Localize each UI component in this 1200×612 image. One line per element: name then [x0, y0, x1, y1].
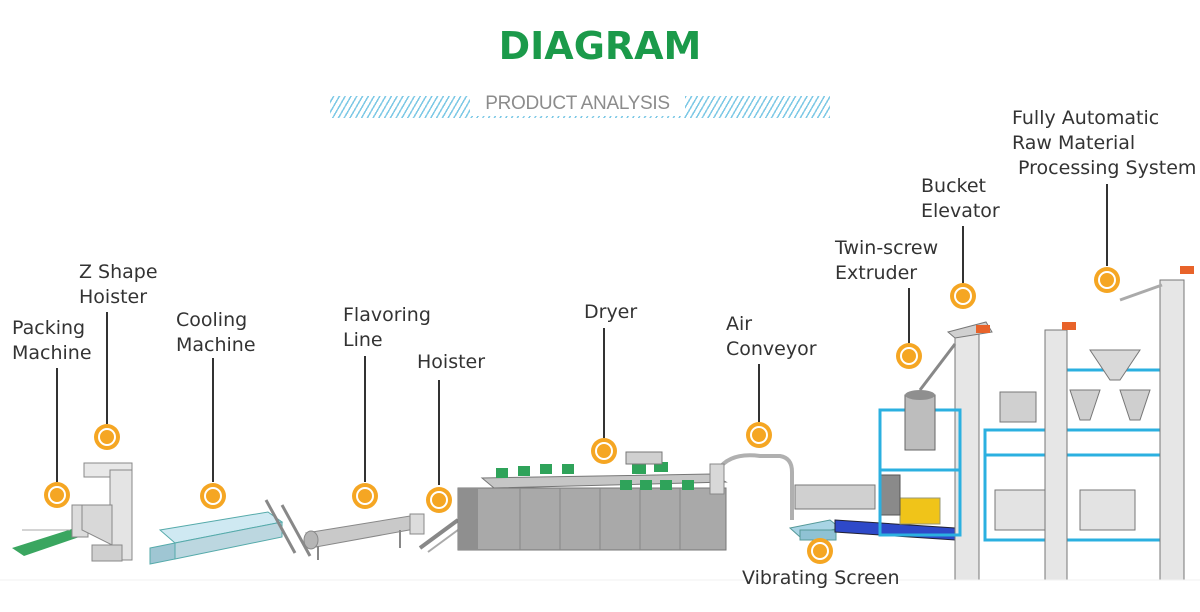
marker-flavoring-line[interactable] [352, 483, 378, 509]
flavoring-line-illustration [303, 513, 425, 560]
dryer-illustration [457, 451, 728, 551]
marker-z-shape-hoister[interactable] [94, 424, 120, 450]
leader-line-packing-machine [56, 368, 58, 482]
label-cooling-machine: Cooling Machine [176, 309, 256, 356]
marker-hoister[interactable] [426, 487, 452, 513]
page-title: DIAGRAM [498, 24, 702, 68]
marker-packing-machine[interactable] [44, 482, 70, 508]
leader-line-flavoring-line [364, 356, 366, 482]
label-bucket-elevator: Bucket Elevator [921, 175, 1000, 222]
bucket-elevator-illustration [918, 321, 993, 581]
marker-twin-screw-extruder[interactable] [896, 343, 922, 369]
label-z-shape-hoister: Z Shape Hoister [79, 261, 158, 308]
vibrating-screen-illustration [788, 519, 842, 541]
label-dryer: Dryer [584, 301, 638, 323]
label-twin-screw-extruder: Twin-screw Extruder [835, 237, 939, 284]
label-air-conveyor: Air Conveyor [726, 313, 817, 360]
leader-line-cooling-machine [212, 358, 214, 482]
label-raw-material-system: Fully Automatic Raw Material Processing … [1012, 107, 1197, 179]
z-shape-hoister-illustration [81, 462, 133, 562]
page-subtitle: PRODUCT ANALYSIS [470, 92, 685, 116]
hoister-illustration [418, 518, 463, 553]
raw-material-system-illustration [904, 266, 1194, 581]
leader-line-z-shape-hoister [106, 312, 108, 424]
label-vibrating-screen: Vibrating Screen [742, 567, 900, 589]
marker-cooling-machine[interactable] [200, 483, 226, 509]
label-hoister: Hoister [417, 351, 486, 373]
leader-line-hoister [438, 380, 440, 485]
leader-line-twin-screw-extruder [908, 288, 910, 343]
marker-dryer[interactable] [591, 438, 617, 464]
marker-bucket-elevator[interactable] [950, 283, 976, 309]
label-packing-machine: Packing Machine [12, 317, 92, 364]
leader-line-bucket-elevator [962, 226, 964, 283]
label-flavoring-line: Flavoring Line [343, 304, 431, 351]
packing-machine-illustration [12, 504, 89, 556]
leader-line-raw-material-system [1106, 184, 1108, 266]
marker-air-conveyor[interactable] [746, 422, 772, 448]
marker-vibrating-screen[interactable] [807, 538, 833, 564]
leader-line-dryer [603, 328, 605, 438]
cooling-machine-illustration [149, 499, 312, 565]
marker-raw-material-system[interactable] [1094, 267, 1120, 293]
air-conveyor-illustration [709, 453, 794, 520]
leader-line-air-conveyor [758, 364, 760, 422]
